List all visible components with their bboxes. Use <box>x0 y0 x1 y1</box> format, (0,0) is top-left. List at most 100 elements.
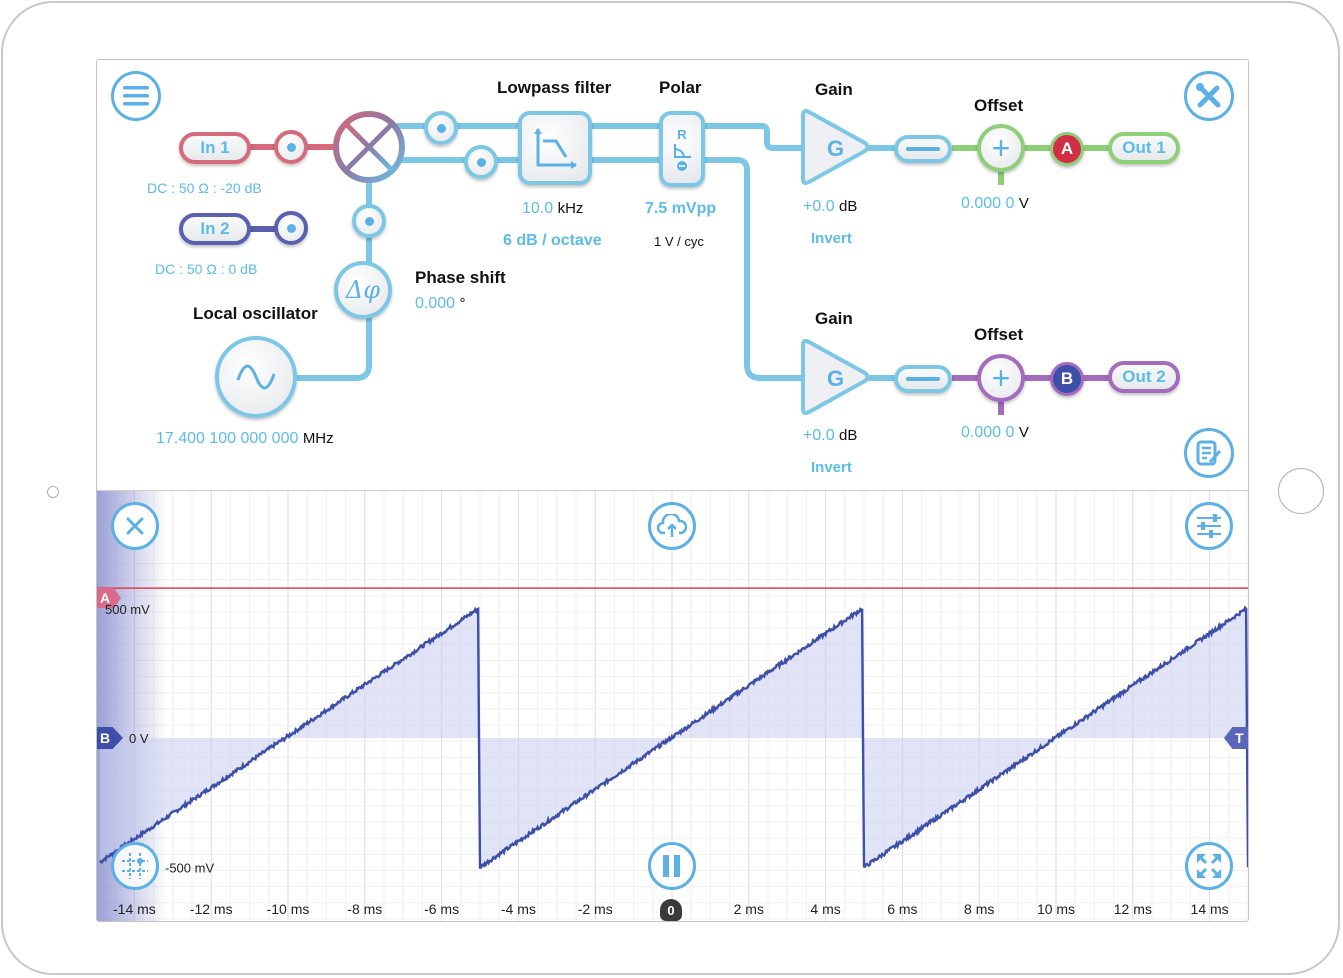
trace-line <box>98 605 1248 869</box>
offset-2-number: 0.000 0 <box>961 424 1015 441</box>
offset-1-value[interactable]: 0.000 0 V <box>961 195 1029 213</box>
x-tick-label: 2 ms <box>734 901 764 917</box>
offset-2-block[interactable]: + <box>977 354 1025 402</box>
phase-shift-number: 0.000 <box>415 295 456 312</box>
input-2-button[interactable]: In 2 <box>179 213 251 245</box>
gain-2-symbol: G <box>827 366 844 391</box>
lowpass-response-icon <box>534 128 577 169</box>
cloud-upload-icon <box>657 514 687 537</box>
sine-wave-icon <box>236 364 276 390</box>
mixer-cross-stroke <box>344 122 394 172</box>
wire-lo <box>297 180 372 381</box>
offset-2-unit: V <box>1018 424 1029 441</box>
notes-button[interactable] <box>1184 428 1234 478</box>
input-1-label: In 1 <box>200 138 230 157</box>
gain-2-value[interactable]: +0.0 dB <box>803 427 857 445</box>
probe-dot <box>476 157 486 167</box>
camera-dot <box>47 486 59 498</box>
invert-1-toggle[interactable]: Invert <box>811 230 852 247</box>
notepad-edit-icon <box>1196 440 1222 466</box>
probe-dot <box>286 223 296 233</box>
phase-shift-value[interactable]: 0.000 ° <box>415 295 466 313</box>
delta-phi-icon: Δφ <box>345 276 381 304</box>
x-tick-label: -8 ms <box>347 901 382 917</box>
x-tick-label: 10 ms <box>1037 901 1075 917</box>
output-1-label: Out 1 <box>1122 138 1166 157</box>
lowpass-slope[interactable]: 6 dB / octave <box>503 232 602 249</box>
menu-button[interactable] <box>111 71 161 121</box>
block-diagram: In 1 DC : 50 Ω : -20 dB In 2 DC : 50 Ω :… <box>97 60 1248 491</box>
output-2-button[interactable]: Out 2 <box>1108 361 1180 393</box>
phase-shift-unit: ° <box>459 295 466 312</box>
plus-icon: + <box>991 360 1011 396</box>
hamburger-menu-icon <box>123 86 149 106</box>
expand-arrows-icon <box>1197 854 1221 878</box>
phase-shift-block[interactable]: Δφ <box>334 261 392 319</box>
gain-2-title: Gain <box>815 309 853 328</box>
time-zero-marker[interactable]: 0 <box>660 899 682 921</box>
offset-1-block[interactable]: + <box>977 124 1025 172</box>
input-2-label: In 2 <box>200 219 230 238</box>
probe-q[interactable] <box>464 145 498 179</box>
fullscreen-button[interactable] <box>1185 842 1233 890</box>
close-scope-button[interactable] <box>111 502 159 550</box>
offset-2-title: Offset <box>974 325 1024 344</box>
offset-2-value[interactable]: 0.000 0 V <box>961 424 1029 442</box>
x-tick-label: 8 ms <box>964 901 994 917</box>
gain-2-block[interactable]: G <box>797 337 873 417</box>
gain-1-block[interactable]: G <box>797 107 873 187</box>
polar-range[interactable]: 7.5 mVpp <box>645 200 717 217</box>
pause-icon <box>663 855 680 877</box>
polar-scale[interactable]: 1 V / cyc <box>654 234 704 249</box>
oscillator-frequency[interactable]: 17.400 100 000 000 MHz <box>156 430 334 448</box>
input-1-probe[interactable] <box>274 130 308 164</box>
x-tick-label: 6 ms <box>887 901 917 917</box>
invert-2-toggle[interactable]: Invert <box>811 459 852 476</box>
lowpass-cutoff-unit: kHz <box>557 200 584 217</box>
phase-shift-title: Phase shift <box>415 268 506 287</box>
lowpass-filter-block[interactable] <box>518 111 592 185</box>
input-2-probe[interactable] <box>274 211 308 245</box>
trigger-marker[interactable]: T <box>1224 727 1248 749</box>
home-button[interactable] <box>1278 468 1324 514</box>
upload-button[interactable] <box>648 502 696 550</box>
close-icon <box>126 517 144 535</box>
probe-i[interactable] <box>424 111 458 145</box>
output-1-button[interactable]: Out 1 <box>1108 132 1180 164</box>
grid-button[interactable] <box>111 842 159 890</box>
polar-block[interactable]: R <box>659 111 705 187</box>
probe-lo[interactable] <box>352 204 386 238</box>
pause-button[interactable] <box>648 842 696 890</box>
x-tick-label: 12 ms <box>1114 901 1152 917</box>
polar-title: Polar <box>659 78 702 97</box>
channel-b-badge[interactable]: B <box>1050 362 1084 396</box>
local-oscillator-block[interactable] <box>215 336 297 418</box>
minus-icon <box>906 377 940 381</box>
offset-1-unit: V <box>1018 195 1029 212</box>
gain-1-symbol: G <box>827 136 844 161</box>
plus-icon: + <box>991 130 1011 166</box>
offset-1-title: Offset <box>974 96 1024 115</box>
channel-a-badge[interactable]: A <box>1050 132 1084 166</box>
tools-button[interactable] <box>1184 71 1234 121</box>
wire-i <box>397 123 807 151</box>
input-1-settings[interactable]: DC : 50 Ω : -20 dB <box>147 180 262 196</box>
output-2-label: Out 2 <box>1122 367 1166 386</box>
input-1-button[interactable]: In 1 <box>179 132 251 164</box>
grid-icon <box>122 853 148 879</box>
scope-settings-button[interactable] <box>1185 502 1233 550</box>
oscillator-frequency-unit: MHz <box>302 430 334 447</box>
lowpass-cutoff[interactable]: 10.0 kHz <box>522 200 583 218</box>
invert-2-button[interactable] <box>894 365 952 393</box>
signal-wires <box>227 111 1157 415</box>
input-2-settings[interactable]: DC : 50 Ω : 0 dB <box>155 261 258 277</box>
wire-q <box>397 157 807 381</box>
gain-1-value[interactable]: +0.0 dB <box>803 198 857 216</box>
marker-b[interactable]: B <box>97 727 123 749</box>
x-tick-label: -12 ms <box>190 901 233 917</box>
invert-1-button[interactable] <box>894 135 952 163</box>
gain-2-number: +0.0 <box>803 427 835 444</box>
marker-a[interactable]: A <box>97 588 121 608</box>
